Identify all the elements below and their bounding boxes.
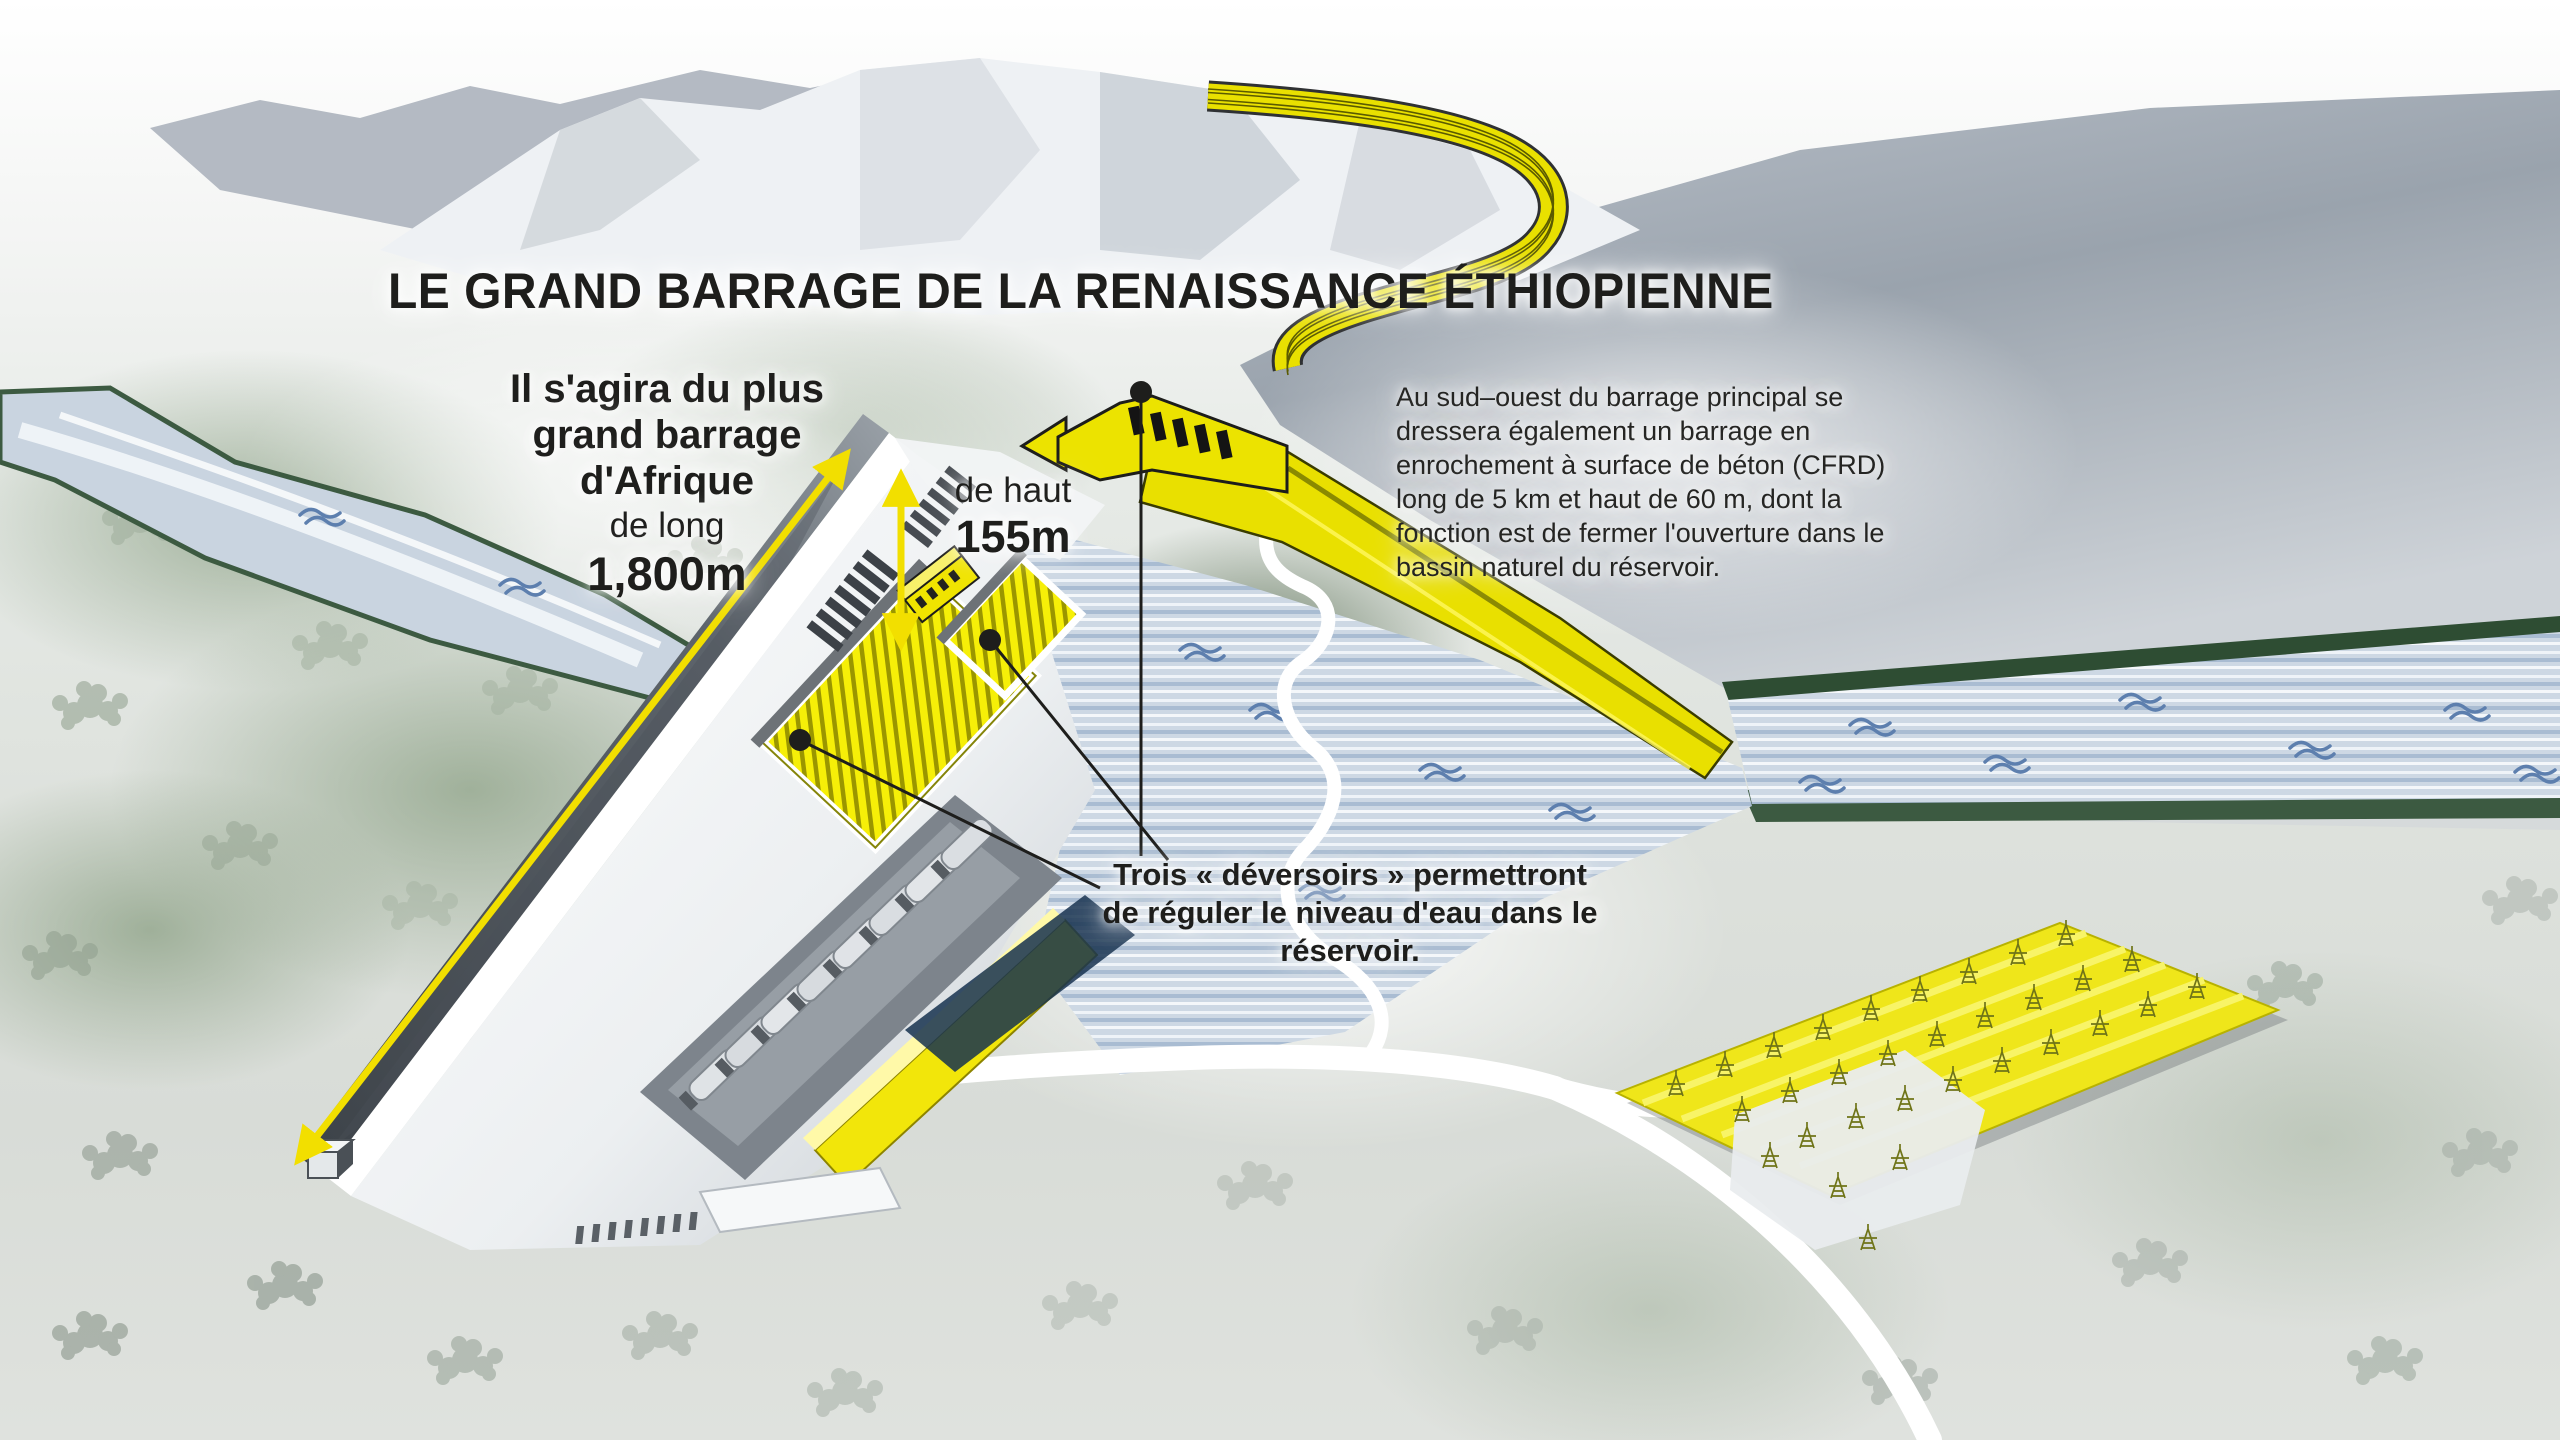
service-building <box>575 1166 902 1244</box>
page-title: LE GRAND BARRAGE DE LA RENAISSANCE ÉTHIO… <box>388 263 1774 319</box>
callout-dot-gated-spillway <box>1130 381 1152 403</box>
length-arrow <box>294 448 851 1166</box>
measurement-arrows <box>294 448 921 1166</box>
tailrace-water <box>1008 522 1752 1075</box>
road-spillway-access <box>1259 523 1389 1059</box>
length-headline-3: d'Afrique <box>580 459 754 503</box>
callout-dot-spillway-small <box>979 629 1001 651</box>
spillway-note: Trois « déversoirs » permettront de régu… <box>1102 857 1598 968</box>
mountain-range <box>380 58 1640 315</box>
height-qualifier: de haut <box>954 471 1072 510</box>
saddle-dam-note: Au sud–ouest du barrage principal se dre… <box>1396 382 1886 582</box>
height-value: 155m <box>955 511 1071 562</box>
saddle-dam <box>1019 89 1734 780</box>
height-label: de haut 155m <box>908 470 1118 562</box>
callout-dot-spillway-main <box>789 729 811 751</box>
length-qualifier: de long <box>609 506 725 545</box>
callout-line-spillway-small <box>988 639 1170 861</box>
gated-spillway <box>1019 394 1289 494</box>
length-label: Il s'agira du plus grand barrage d'Afriq… <box>432 366 902 600</box>
length-value: 1,800m <box>587 547 747 600</box>
length-headline-1: Il s'agira du plus <box>509 367 825 411</box>
length-headline-2: grand barrage <box>532 413 802 457</box>
switchyard <box>1614 919 2288 1251</box>
outlet-water <box>905 895 1135 1072</box>
dam-spillway-small <box>936 548 1087 701</box>
right-river <box>1722 616 2560 822</box>
switchyard-platform <box>1730 1050 1985 1250</box>
